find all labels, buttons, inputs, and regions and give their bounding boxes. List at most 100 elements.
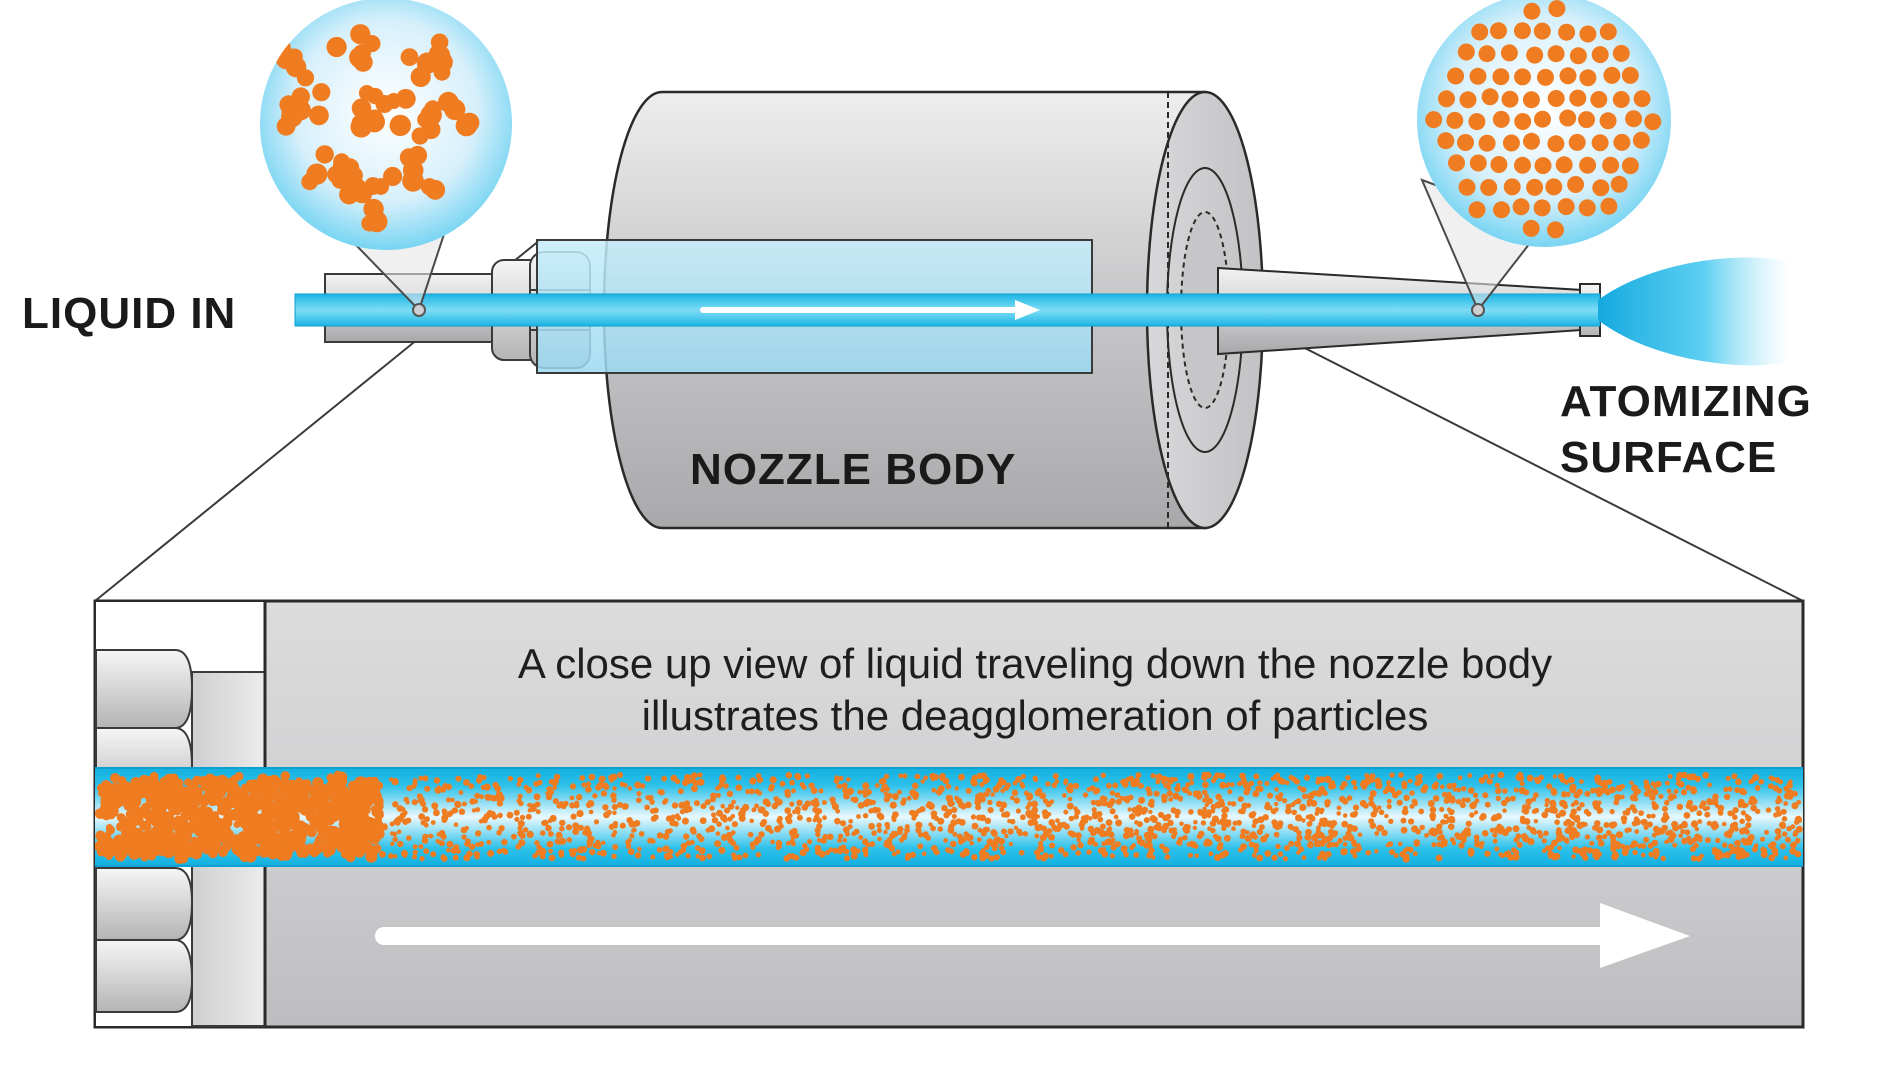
particle bbox=[453, 822, 459, 827]
particle bbox=[385, 93, 402, 109]
particle bbox=[1605, 830, 1612, 836]
particle bbox=[1102, 830, 1109, 837]
particle bbox=[945, 794, 953, 802]
inlet-magnifier bbox=[260, 0, 512, 317]
particle bbox=[1264, 850, 1272, 857]
particle bbox=[588, 809, 594, 815]
particle bbox=[1546, 846, 1553, 852]
particle bbox=[697, 772, 703, 778]
particle bbox=[791, 788, 796, 794]
particle bbox=[572, 828, 580, 835]
particle bbox=[1306, 798, 1314, 806]
particle bbox=[1402, 805, 1408, 811]
particle bbox=[1523, 2, 1541, 20]
particle bbox=[1748, 779, 1754, 785]
particle bbox=[1640, 852, 1646, 858]
particle bbox=[1187, 790, 1193, 796]
particle bbox=[711, 817, 719, 824]
particle bbox=[1342, 798, 1349, 805]
particle bbox=[1561, 791, 1568, 798]
particle bbox=[1425, 111, 1443, 129]
particle bbox=[1775, 810, 1783, 817]
particle bbox=[423, 816, 430, 823]
particle bbox=[664, 855, 670, 861]
particle bbox=[1052, 773, 1059, 780]
particle bbox=[1099, 795, 1106, 801]
particle bbox=[497, 812, 503, 819]
particle bbox=[725, 831, 733, 839]
particle bbox=[1610, 175, 1628, 193]
particle bbox=[1460, 785, 1467, 792]
particle bbox=[1167, 819, 1174, 827]
particle bbox=[1315, 840, 1323, 847]
particle bbox=[1112, 782, 1119, 789]
particle bbox=[277, 779, 286, 788]
particle bbox=[1579, 802, 1585, 808]
particle bbox=[1468, 201, 1486, 219]
particle bbox=[1538, 833, 1544, 839]
particle bbox=[351, 98, 372, 119]
particle bbox=[1355, 846, 1361, 853]
particle bbox=[818, 788, 824, 794]
particle bbox=[1541, 811, 1549, 819]
particle bbox=[1681, 771, 1688, 779]
particle bbox=[1774, 836, 1780, 841]
particle bbox=[957, 838, 965, 845]
particle bbox=[1012, 780, 1018, 786]
particle bbox=[1473, 834, 1480, 841]
particle bbox=[290, 802, 300, 812]
particle bbox=[1147, 830, 1155, 838]
particle bbox=[816, 817, 823, 824]
particle bbox=[1448, 809, 1455, 816]
particle bbox=[1690, 855, 1697, 862]
particle bbox=[1253, 773, 1260, 780]
particle bbox=[123, 801, 133, 811]
particle bbox=[548, 778, 555, 785]
particle bbox=[1114, 792, 1121, 798]
particle bbox=[1445, 795, 1452, 802]
particle bbox=[373, 819, 384, 830]
particle bbox=[995, 800, 1003, 808]
particle bbox=[1734, 839, 1741, 847]
particle bbox=[1774, 777, 1781, 783]
particle bbox=[1170, 833, 1177, 840]
particle bbox=[1662, 805, 1668, 812]
particle bbox=[933, 849, 940, 856]
particle bbox=[939, 774, 946, 782]
particle bbox=[1783, 855, 1788, 861]
particle bbox=[1514, 113, 1532, 130]
particle bbox=[1315, 790, 1323, 797]
particle bbox=[595, 843, 602, 850]
particle bbox=[1386, 780, 1392, 786]
particle bbox=[1301, 818, 1306, 823]
particle bbox=[639, 783, 646, 789]
particle bbox=[1413, 801, 1418, 807]
particle bbox=[1266, 792, 1274, 799]
particle bbox=[789, 838, 795, 844]
particle bbox=[1579, 156, 1597, 174]
particle bbox=[466, 850, 473, 858]
particle bbox=[1020, 783, 1026, 789]
particle bbox=[1602, 156, 1620, 174]
particle bbox=[1003, 785, 1010, 791]
particle bbox=[1319, 809, 1324, 815]
particle bbox=[976, 772, 983, 780]
particle bbox=[177, 833, 185, 841]
particle bbox=[200, 798, 209, 807]
particle bbox=[433, 809, 440, 817]
particle bbox=[1107, 826, 1113, 831]
particle bbox=[1257, 780, 1263, 786]
particle bbox=[1114, 841, 1121, 848]
particle bbox=[1099, 823, 1106, 830]
particle bbox=[1745, 815, 1752, 822]
particle bbox=[1291, 809, 1297, 816]
particle bbox=[481, 774, 487, 781]
particle bbox=[1602, 834, 1608, 840]
particle bbox=[686, 778, 692, 784]
particle bbox=[610, 773, 618, 781]
particle bbox=[629, 833, 635, 839]
particle bbox=[769, 829, 774, 834]
particle bbox=[792, 809, 797, 815]
particle bbox=[1458, 178, 1476, 196]
particle bbox=[405, 817, 412, 824]
